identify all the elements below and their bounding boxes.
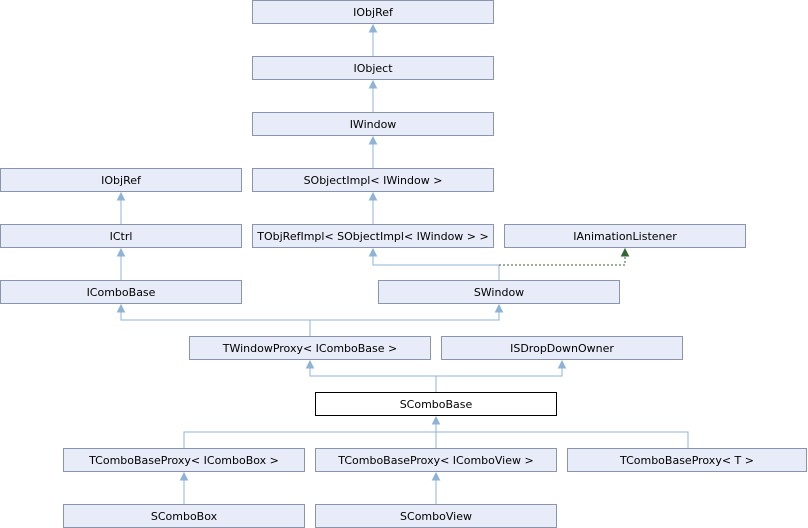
edge-swindow-to-ianimationlistener: [499, 249, 626, 266]
node-swindow[interactable]: SWindow: [378, 280, 620, 304]
node-scombobase: SComboBase: [315, 392, 557, 416]
node-scombobox[interactable]: SComboBox: [63, 504, 305, 528]
node-tcombobaseproxy-t[interactable]: TComboBaseProxy< T >: [567, 448, 807, 472]
node-ianimationlistener[interactable]: IAnimationListener: [504, 224, 746, 248]
arrowhead-tcombobaseproxy-comboview: [431, 471, 441, 481]
node-twindowproxy[interactable]: TWindowProxy< IComboBase >: [189, 336, 431, 360]
edge-twindowproxy-to-icombobase: [120, 305, 311, 336]
arrowhead-iobjref-top: [368, 23, 378, 33]
edge-swindow-to-tobjrefimpl: [372, 249, 500, 280]
arrowhead-sobjectimpl: [368, 191, 378, 201]
node-iwindow[interactable]: IWindow: [252, 112, 494, 136]
arrowhead-scombobase: [431, 415, 441, 425]
node-tobjrefimpl[interactable]: TObjRefImpl< SObjectImpl< IWindow > >: [252, 224, 494, 248]
node-ictrl[interactable]: ICtrl: [0, 224, 242, 248]
node-iobject[interactable]: IObject: [252, 56, 494, 80]
arrowhead-iwindow: [368, 135, 378, 145]
arrowhead-ictrl: [116, 247, 126, 257]
node-sobjectimpl[interactable]: SObjectImpl< IWindow >: [252, 168, 494, 192]
arrowhead-iobject: [368, 79, 378, 89]
node-tcombobaseproxy-combobox[interactable]: TComboBaseProxy< IComboBox >: [63, 448, 305, 472]
arrowhead-icombobase: [116, 303, 126, 313]
arrowhead-tobjrefimpl: [368, 247, 378, 257]
node-iobjref-top[interactable]: IObjRef: [252, 0, 494, 24]
node-icombobase[interactable]: IComboBase: [0, 280, 242, 304]
arrowhead-iobjref-left: [116, 191, 126, 201]
node-isdropdownowner[interactable]: ISDropDownOwner: [441, 336, 683, 360]
node-scomboview[interactable]: SComboView: [315, 504, 557, 528]
arrowhead-isdropdownowner: [557, 359, 567, 369]
edge-scombobase-to-twindowproxy: [309, 361, 437, 392]
arrowhead-twindowproxy: [305, 359, 315, 369]
node-tcombobaseproxy-comboview[interactable]: TComboBaseProxy< IComboView >: [315, 448, 557, 472]
arrowhead-tcombobaseproxy-combobox: [179, 471, 189, 481]
node-iobjref-left[interactable]: IObjRef: [0, 168, 242, 192]
edge-scombobase-to-isdropdownowner: [436, 361, 563, 377]
arrowhead-ianimationlistener: [620, 247, 630, 257]
edge-twindowproxy-to-swindow: [310, 305, 500, 321]
arrowhead-swindow: [494, 303, 504, 313]
